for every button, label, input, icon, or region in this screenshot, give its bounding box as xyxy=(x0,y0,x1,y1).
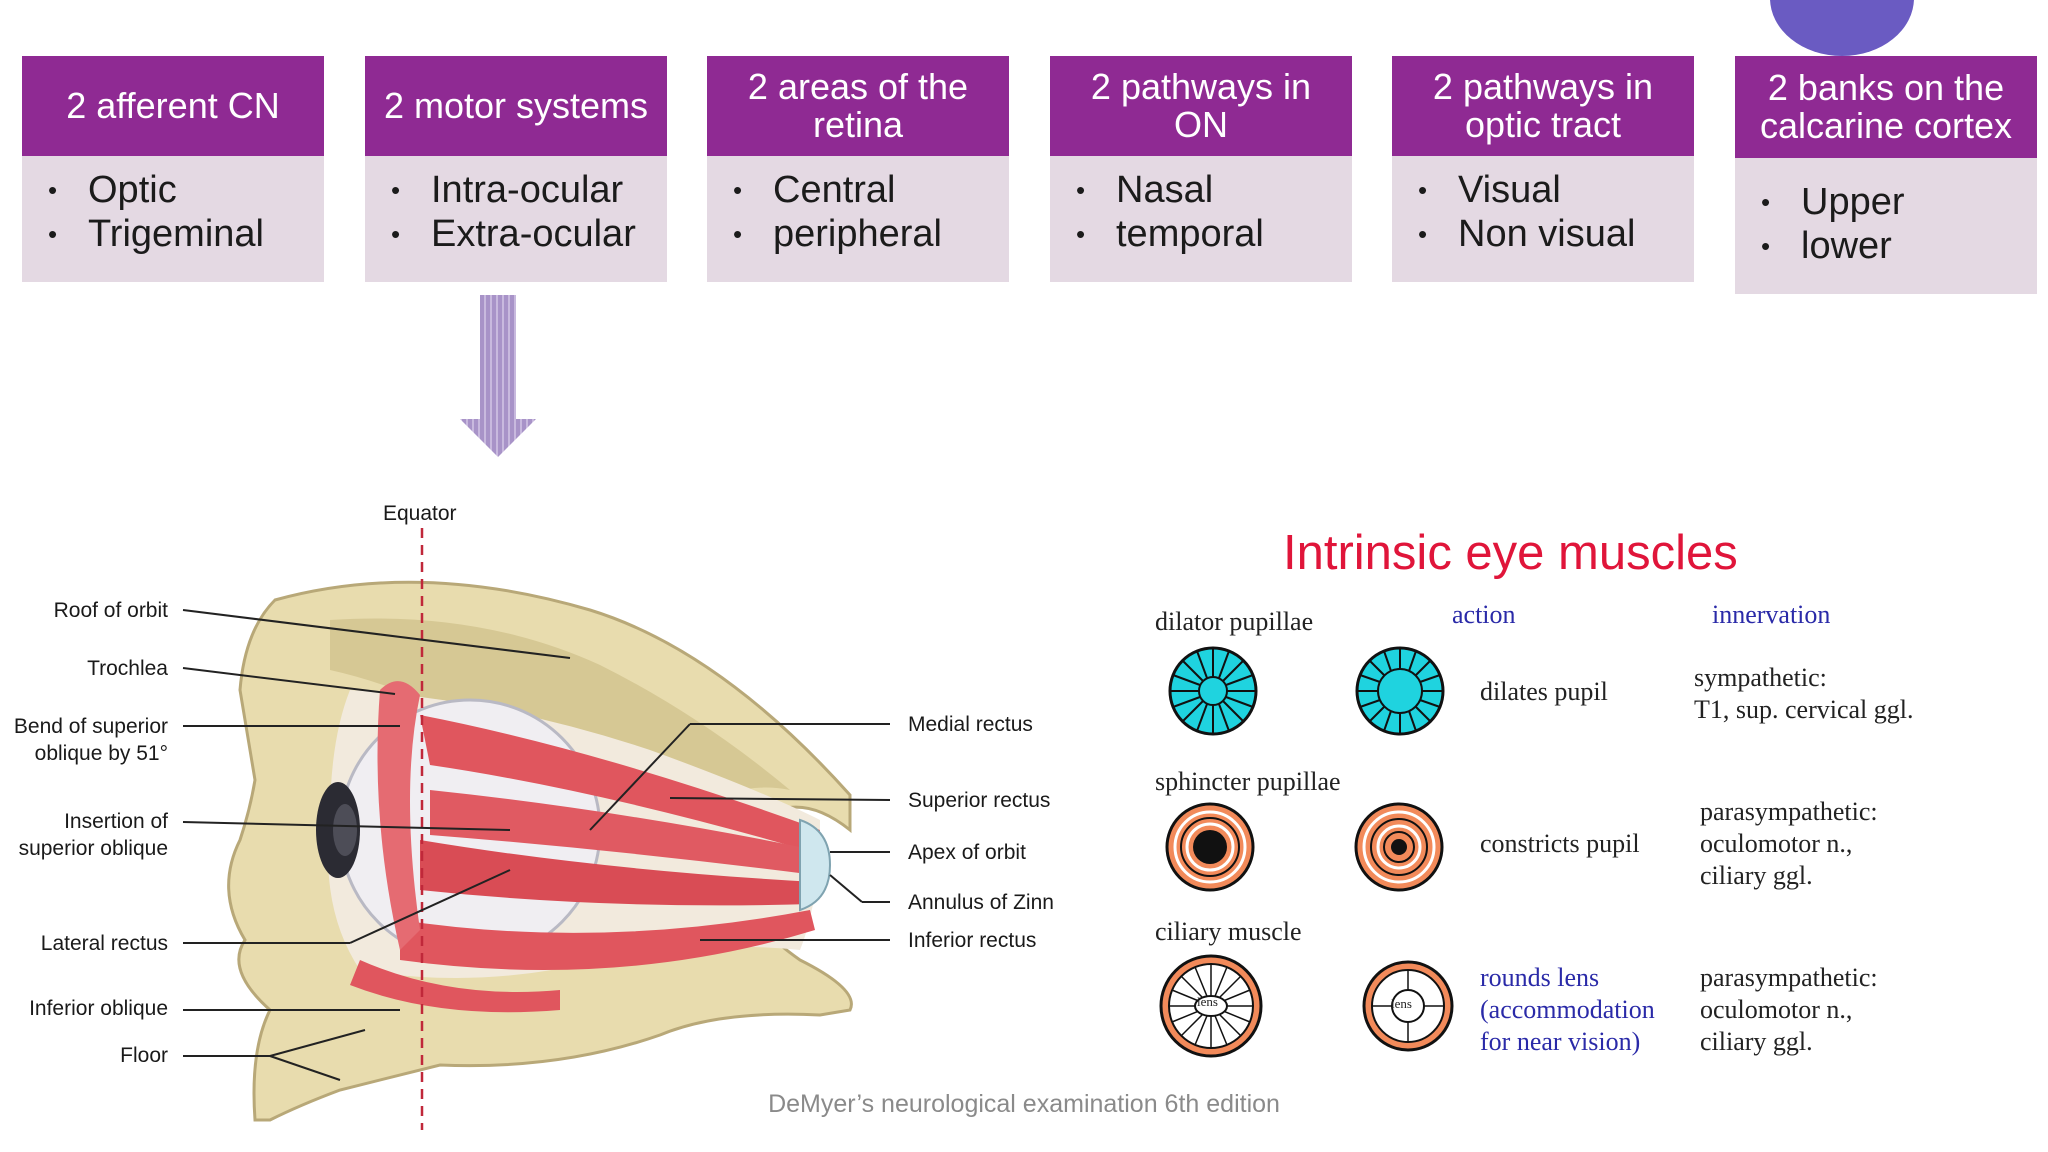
dilator-innervation: sympathetic: T1, sup. cervical ggl. xyxy=(1694,663,1914,724)
roof-of-orbit-label: Roof of orbit xyxy=(53,599,168,622)
list-item: •Central xyxy=(733,169,896,211)
box-retina-areas: 2 areas of the retina •Central •peripher… xyxy=(707,56,1009,282)
sphincter-action: constricts pupil xyxy=(1480,829,1640,858)
box-title: 2 pathways in optic tract xyxy=(1392,56,1694,156)
ciliary-muscle-label: ciliary muscle xyxy=(1155,917,1302,946)
apex-of-orbit-label: Apex of orbit xyxy=(908,841,1026,864)
dilator-action: dilates pupil xyxy=(1480,677,1608,706)
trochlea-label: Trochlea xyxy=(87,657,168,680)
lens-label: lens xyxy=(1197,994,1218,1009)
box-afferent-cn: 2 afferent CN •Optic •Trigeminal xyxy=(22,56,324,282)
box-title: 2 pathways in ON xyxy=(1050,56,1352,156)
lateral-rectus-label: Lateral rectus xyxy=(40,932,168,955)
ciliary-contracted-icon xyxy=(1362,960,1454,1052)
source-caption: DeMyer’s neurological examination 6th ed… xyxy=(768,1090,1280,1118)
ciliary-innervation: parasympathetic: oculomotor n., ciliary … xyxy=(1700,963,1878,1056)
lens-label: lens xyxy=(1391,996,1412,1011)
action-header: action xyxy=(1452,600,1516,629)
inferior-rectus-label: Inferior rectus xyxy=(908,929,1037,952)
list-item: •Optic xyxy=(48,169,177,211)
sphincter-pupillae-label: sphincter pupillae xyxy=(1155,767,1341,796)
box-title: 2 motor systems xyxy=(365,56,667,156)
superior-rectus-label: Superior rectus xyxy=(908,789,1051,812)
sphincter-innervation: parasympathetic: oculomotor n., ciliary … xyxy=(1700,797,1878,890)
box-title: 2 banks on the calcarine cortex xyxy=(1735,56,2037,158)
list-item: •lower xyxy=(1761,225,1892,267)
list-item: •Nasal xyxy=(1076,169,1214,211)
ciliary-action: rounds lens (accommodation for near visi… xyxy=(1480,963,1655,1056)
box-motor-systems: 2 motor systems •Intra-ocular •Extra-ocu… xyxy=(365,56,667,282)
equator-label: Equator xyxy=(383,502,457,525)
sphincter-relaxed-icon xyxy=(1165,802,1255,892)
ciliary-relaxed-icon xyxy=(1159,954,1263,1058)
list-item: •Visual xyxy=(1418,169,1561,211)
list-item: •Non visual xyxy=(1418,213,1636,255)
innervation-header: innervation xyxy=(1712,600,1831,629)
dilator-contracted-icon xyxy=(1355,646,1445,736)
box-on-pathways: 2 pathways in ON •Nasal •temporal xyxy=(1050,56,1352,282)
box-list: •Upper •lower xyxy=(1735,158,2037,294)
box-optic-tract: 2 pathways in optic tract •Visual •Non v… xyxy=(1392,56,1694,282)
box-title: 2 areas of the retina xyxy=(707,56,1009,156)
list-item: •Trigeminal xyxy=(48,213,264,255)
annulus-of-zinn-label: Annulus of Zinn xyxy=(908,891,1054,914)
list-item: •Extra-ocular xyxy=(391,213,636,255)
decorative-circle xyxy=(1770,0,1914,56)
list-item: •Upper xyxy=(1761,181,1905,223)
bend-superior-oblique-label: Bend of superior oblique by 51° xyxy=(13,715,168,765)
box-title: 2 afferent CN xyxy=(22,56,324,156)
dilator-pupillae-label: dilator pupillae xyxy=(1155,607,1314,636)
intrinsic-title: Intrinsic eye muscles xyxy=(1283,526,1738,580)
box-list: •Nasal •temporal xyxy=(1050,156,1352,282)
sphincter-contracted-icon xyxy=(1354,802,1444,892)
box-list: •Visual •Non visual xyxy=(1392,156,1694,282)
down-arrow-icon xyxy=(460,295,536,457)
list-item: •peripheral xyxy=(733,213,942,255)
insertion-superior-oblique-label: Insertion of superior oblique xyxy=(18,810,168,860)
box-list: •Central •peripheral xyxy=(707,156,1009,282)
box-list: •Optic •Trigeminal xyxy=(22,156,324,282)
inferior-oblique-label: Inferior oblique xyxy=(29,997,168,1020)
eye-anatomy-figure: Equator Roof of orbit Trochlea Bend of s… xyxy=(0,490,1090,1130)
list-item: •Intra-ocular xyxy=(391,169,624,211)
floor-label: Floor xyxy=(120,1044,168,1067)
box-list: •Intra-ocular •Extra-ocular xyxy=(365,156,667,282)
medial-rectus-label: Medial rectus xyxy=(908,713,1033,736)
list-item: •temporal xyxy=(1076,213,1264,255)
dilator-relaxed-icon xyxy=(1168,646,1258,736)
box-calcarine-banks: 2 banks on the calcarine cortex •Upper •… xyxy=(1735,56,2037,294)
